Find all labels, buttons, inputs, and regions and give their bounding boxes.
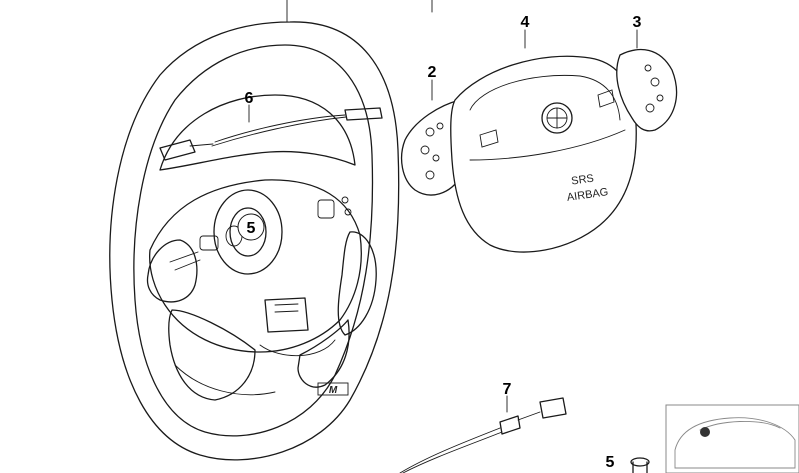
callout-7: 7	[503, 381, 512, 398]
car-thumbnail-icon	[665, 404, 799, 473]
callout-3: 3	[633, 14, 642, 31]
m-badge-text: M	[329, 385, 338, 396]
leader-lines	[248, 0, 638, 413]
airbag-module-icon[interactable]: SRS AIRBAG	[450, 55, 637, 253]
callout-circle-5	[237, 213, 265, 241]
cable-part-7[interactable]	[399, 397, 567, 473]
callout-5-hub: 5	[247, 220, 256, 237]
screw-icon[interactable]	[630, 457, 650, 473]
airbag-label-airbag: AIRBAG	[566, 186, 609, 204]
multifunction-switch-icon[interactable]	[401, 99, 463, 196]
steering-wheel-icon[interactable]: M	[109, 21, 400, 461]
callout-6: 6	[245, 90, 254, 107]
callout-4: 4	[521, 14, 530, 31]
callout-5-screw: 5	[606, 454, 615, 471]
airbag-label-srs: SRS	[571, 173, 595, 188]
cable-part-6[interactable]	[159, 107, 383, 161]
multifunction-switch-right-icon[interactable]	[616, 48, 678, 132]
callout-2: 2	[428, 64, 437, 81]
